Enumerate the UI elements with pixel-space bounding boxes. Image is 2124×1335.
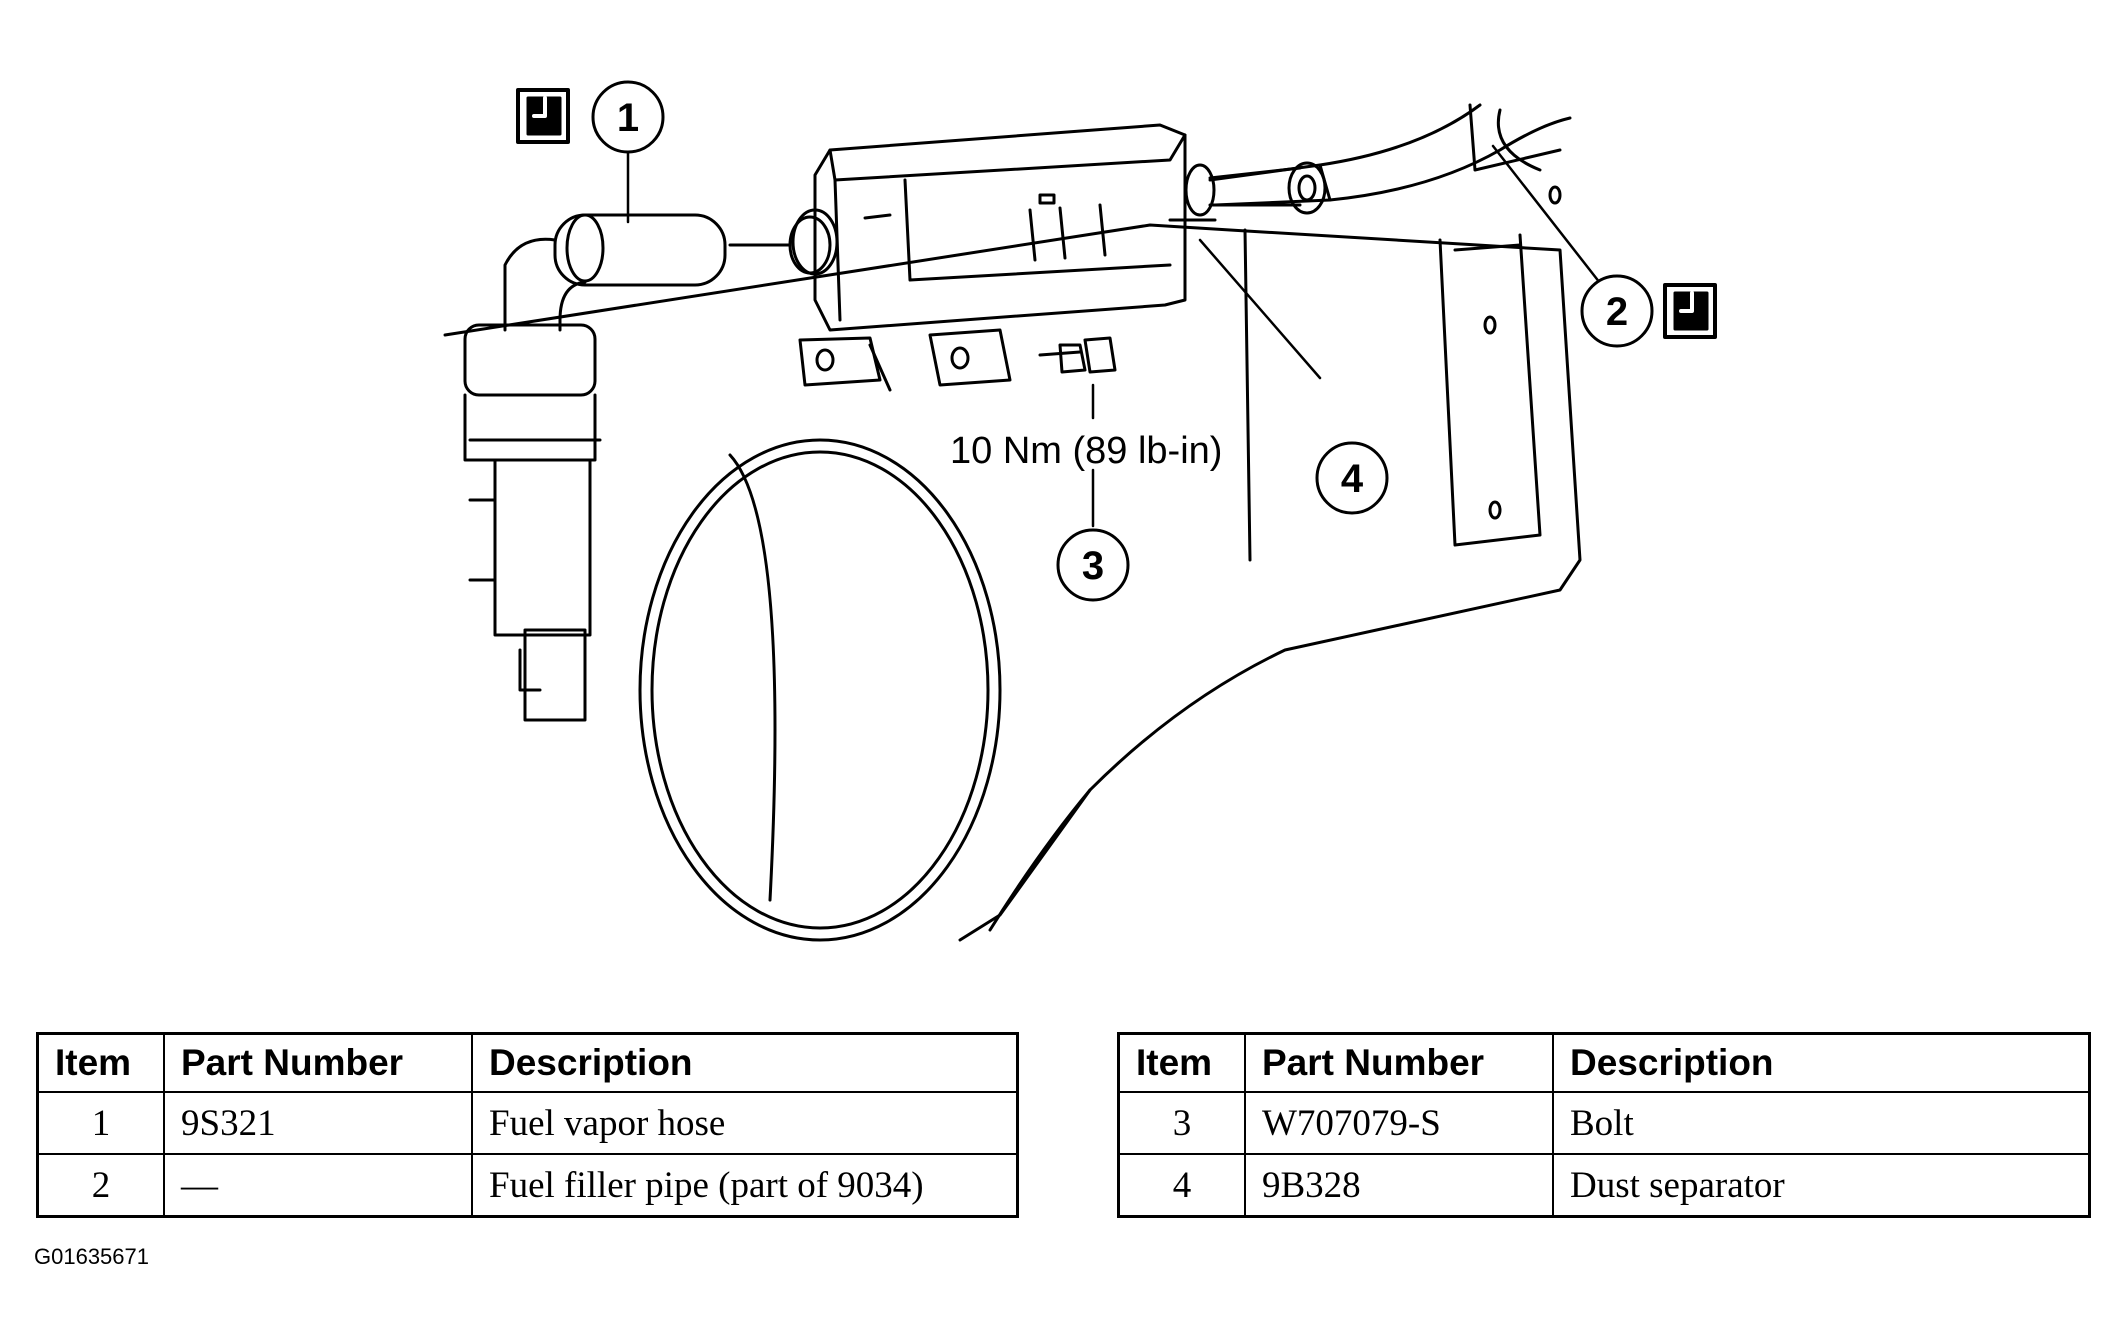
table-row: 4 9B328 Dust separator (1117, 1153, 2091, 1218)
figure-id: G01635671 (34, 1244, 149, 1269)
table-header-row: Item Part Number Description (36, 1032, 1019, 1093)
table-row: 1 9S321 Fuel vapor hose (36, 1091, 1019, 1155)
fuel-vapor-hose (503, 213, 832, 332)
vapor-hose-right (1208, 161, 1327, 215)
parts-table-right: Item Part Number Description 3 W707079-S… (1117, 1032, 2091, 1218)
svg-text:1: 1 (617, 96, 639, 140)
part-number: 9B328 (1244, 1153, 1554, 1218)
table-row: 2 — Fuel filler pipe (part of 9034) (36, 1153, 1019, 1218)
leader-lines (626, 144, 1602, 528)
callout-4: 4 (1315, 441, 1389, 515)
torque-spec: 10 Nm (89 lb-in) (950, 430, 1222, 472)
table-header-row: Item Part Number Description (1117, 1032, 2091, 1093)
parts-table-left: Item Part Number Description 1 9S321 Fue… (36, 1032, 1019, 1218)
svg-text:2: 2 (1606, 290, 1628, 334)
callout-1: 1 (591, 80, 665, 154)
table-row: 3 W707079-S Bolt (1117, 1091, 2091, 1155)
part-number: W707079-S (1244, 1091, 1554, 1155)
item-number: 1 (36, 1091, 165, 1155)
dust-separator (791, 123, 1217, 332)
part-number: — (163, 1153, 473, 1218)
part-description: Bolt (1552, 1091, 2091, 1155)
mount-bracket (798, 328, 1117, 392)
service-manual-symbol-icon (516, 88, 570, 144)
column-header-item: Item (36, 1032, 165, 1093)
column-header-description: Description (1552, 1032, 2091, 1093)
part-number: 9S321 (163, 1091, 473, 1155)
svg-text:4: 4 (1341, 457, 1364, 501)
item-number: 2 (36, 1153, 165, 1218)
svg-text:3: 3 (1082, 544, 1104, 588)
column-header-description: Description (471, 1032, 1019, 1093)
item-number: 3 (1117, 1091, 1246, 1155)
dust-separator-diagram: 1 2 3 4 10 Nm (89 lb-in) (443, 80, 1717, 942)
part-description: Fuel vapor hose (471, 1091, 1019, 1155)
part-description: Fuel filler pipe (part of 9034) (471, 1153, 1019, 1218)
item-number: 4 (1117, 1153, 1246, 1218)
filler-neck-ring (638, 438, 1002, 942)
frame-bracket (443, 103, 1582, 942)
column-header-part-number: Part Number (163, 1032, 473, 1093)
part-description: Dust separator (1552, 1153, 2091, 1218)
service-manual-symbol-icon (1663, 283, 1717, 339)
column-header-item: Item (1117, 1032, 1246, 1093)
callout-3: 3 (1056, 528, 1130, 602)
hose-clamp (463, 323, 602, 722)
column-header-part-number: Part Number (1244, 1032, 1554, 1093)
callout-2: 2 (1580, 274, 1654, 348)
